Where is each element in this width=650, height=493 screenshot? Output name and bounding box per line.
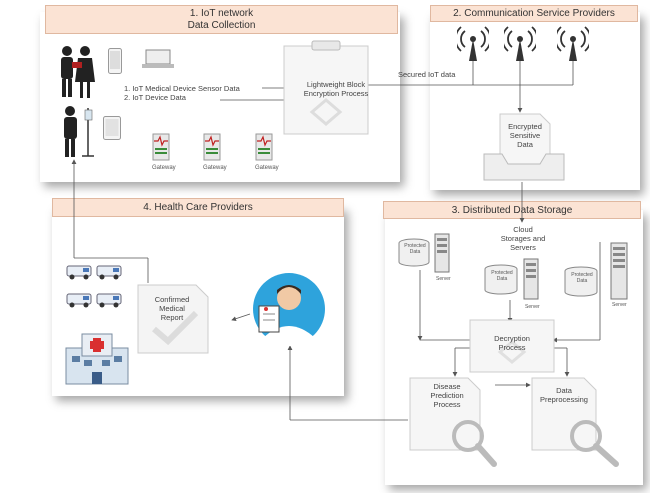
gateway-label-2: Gateway — [203, 165, 227, 171]
gateway-icon-3 — [255, 133, 273, 161]
ambulance-icon-2 — [96, 265, 122, 280]
iot-title-line1: 1. IoT network — [189, 8, 254, 19]
protected-data-cylinder-2 — [484, 264, 518, 295]
cloud-line1: Cloud — [513, 225, 533, 234]
encryption-line2: Encryption Process — [303, 89, 369, 98]
encrypted-data-label: Encrypted Sensitive Data — [500, 122, 550, 149]
protected-3-line2: Data — [576, 278, 588, 284]
disease-prediction-label: Disease Prediction Process — [422, 382, 472, 409]
storage-panel-header: 3. Distributed Data Storage — [383, 201, 641, 219]
report-line3: Report — [160, 313, 184, 322]
report-line1: Confirmed — [154, 295, 190, 304]
protected-data-cylinder-3 — [564, 266, 598, 297]
server-icon-1 — [434, 233, 450, 273]
report-line2: Medical — [159, 304, 185, 313]
doctor-icon — [253, 273, 325, 346]
patient-iv-icon — [64, 106, 94, 157]
gateway-label-1: Gateway — [152, 165, 176, 171]
storage-title: 3. Distributed Data Storage — [451, 205, 573, 216]
report-label: Confirmed Medical Report — [142, 295, 202, 322]
csp-panel-header: 2. Communication Service Providers — [430, 5, 638, 22]
patients-icon — [61, 46, 95, 98]
preprocessing-label: Data Preprocessing — [532, 386, 596, 404]
server-icon-2 — [523, 258, 539, 300]
antenna-icon-1 — [457, 26, 489, 61]
disease-line2: Prediction — [430, 391, 464, 400]
preprocessing-doc-icon — [531, 377, 619, 467]
gateway-icon-2 — [203, 133, 221, 161]
protected-2-line2: Data — [496, 276, 508, 282]
disease-line1: Disease — [433, 382, 461, 391]
hospital-icon — [65, 333, 129, 385]
encrypted-line1: Encrypted — [508, 122, 542, 131]
clipboard-icon — [283, 40, 369, 135]
phone-icon — [108, 48, 122, 74]
secured-iot-label: Secured IoT data — [398, 70, 456, 79]
ambulance-icon-3 — [66, 293, 92, 308]
inbox-tray-icon — [483, 113, 565, 181]
gateway-label-3: Gateway — [255, 165, 279, 171]
iot-panel-header: 1. IoT network Data Collection — [45, 5, 398, 34]
decryption-document-icon — [469, 319, 555, 373]
protected-label-2: Protected Data — [487, 270, 517, 282]
encrypted-line3: Data — [517, 140, 533, 149]
decryption-line2: Process — [498, 343, 526, 352]
protected-1-line1: Protected — [404, 243, 426, 249]
cloud-line3: Servers — [510, 243, 536, 252]
cloud-storage-label: Cloud Storages and Servers — [493, 225, 553, 252]
protected-data-cylinder-1 — [398, 238, 430, 267]
preprocessing-line2: Preprocessing — [540, 395, 588, 404]
laptop-icon — [142, 49, 174, 68]
protected-3-line1: Protected — [571, 272, 593, 278]
protected-2-line1: Protected — [491, 270, 513, 276]
ambulance-icon-1 — [66, 265, 92, 280]
decryption-label: Decryption Process — [482, 334, 542, 352]
health-title: 4. Health Care Providers — [143, 202, 253, 213]
antenna-icon-3 — [557, 26, 589, 61]
protected-label-1: Protected Data — [401, 243, 429, 255]
iot-list-item-2: 2. IoT Device Data — [124, 93, 186, 102]
cloud-line2: Storages and — [500, 234, 546, 243]
server-label-1: Server — [436, 276, 451, 282]
server-label-3: Server — [612, 302, 627, 308]
protected-1-line2: Data — [409, 249, 421, 255]
report-document-icon — [137, 284, 209, 354]
server-icon-3 — [610, 242, 628, 300]
preprocessing-line1: Data — [556, 386, 572, 395]
encrypted-line2: Sensitive — [509, 131, 541, 140]
encryption-line1: Lightweight Block — [306, 80, 366, 89]
server-label-2: Server — [525, 304, 540, 310]
iot-list-item-1: 1. IoT Medical Device Sensor Data — [124, 84, 240, 93]
protected-label-3: Protected Data — [567, 272, 597, 284]
ambulance-icon-4 — [96, 293, 122, 308]
iot-title-line2: Data Collection — [187, 20, 256, 31]
csp-title: 2. Communication Service Providers — [453, 8, 615, 19]
iot-data-list: 1. IoT Medical Device Sensor Data 2. IoT… — [124, 84, 274, 102]
gateway-icon-1 — [152, 133, 170, 161]
tablet-icon — [103, 116, 121, 140]
health-panel-header: 4. Health Care Providers — [52, 198, 344, 217]
disease-line3: Process — [433, 400, 461, 409]
disease-prediction-doc-icon — [409, 377, 497, 467]
decryption-line1: Decryption — [494, 334, 530, 343]
antenna-icon-2 — [504, 26, 536, 61]
encryption-label: Lightweight Block Encryption Process — [296, 80, 376, 98]
